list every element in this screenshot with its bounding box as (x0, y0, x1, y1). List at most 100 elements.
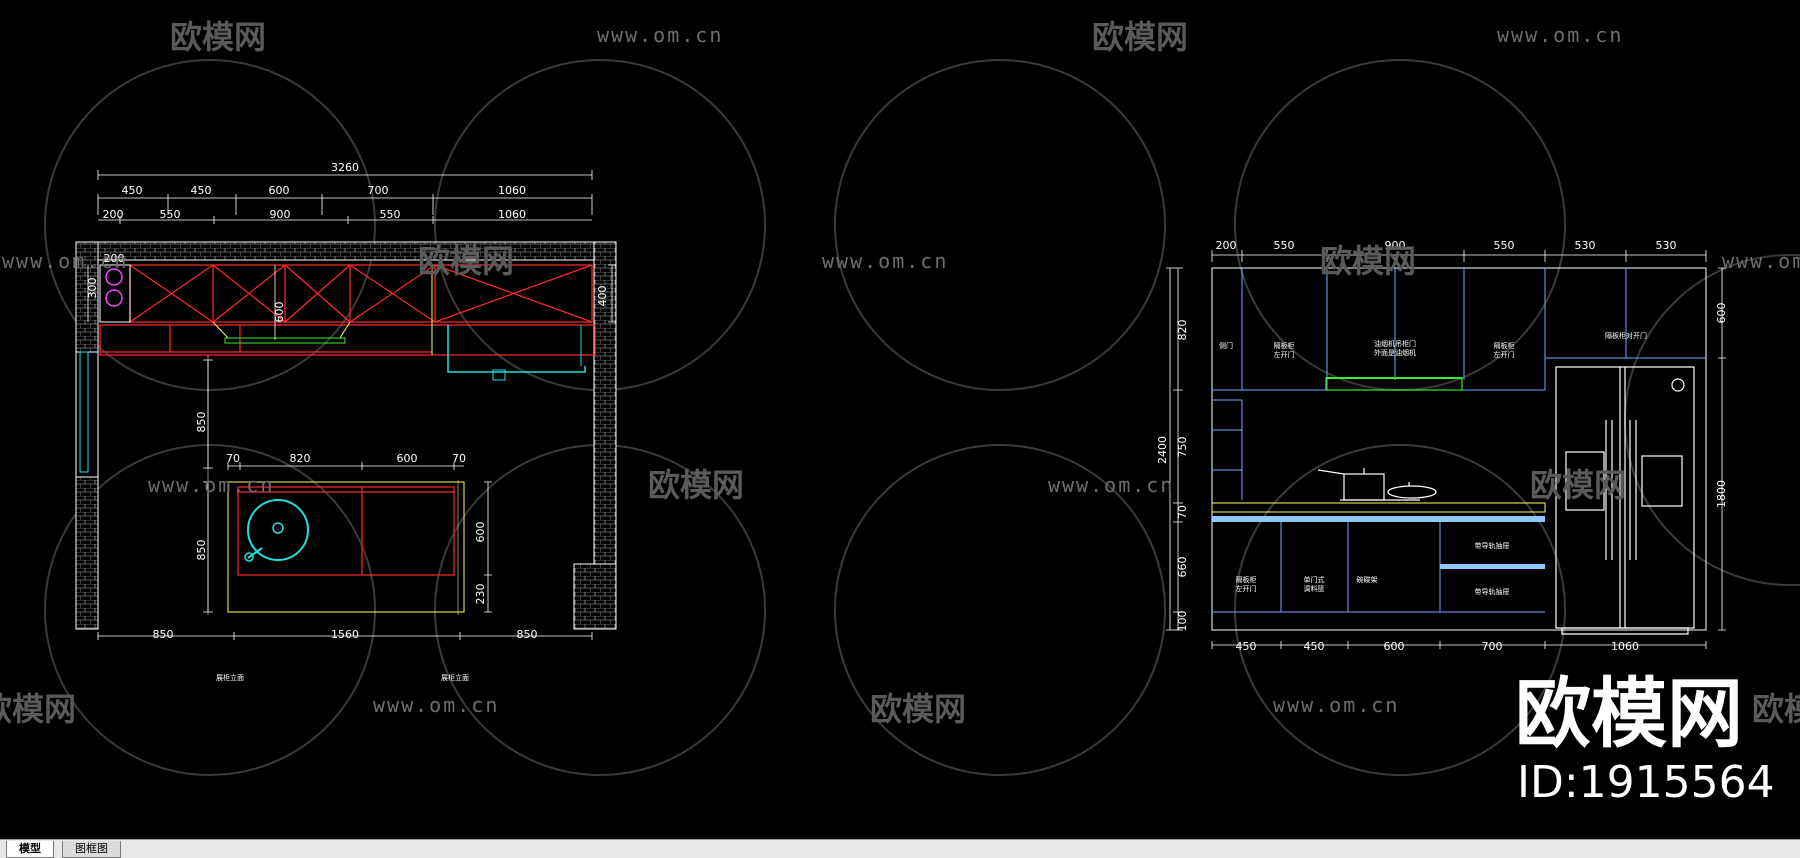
dim-text: 100 (1176, 611, 1189, 632)
plan-walls (75, 241, 617, 630)
watermark-brand: 欧模网 (1752, 690, 1800, 728)
cabinet-label: 隔板柜左开门 (1274, 341, 1295, 359)
watermark-url: www.om.cn (1048, 473, 1174, 497)
dim-text: 1800 (1715, 480, 1728, 508)
dim-text: 900 (270, 208, 291, 221)
kitchen-plan-view: 3260 450 450 600 700 1060 200 550 900 55… (75, 161, 617, 682)
counter-edge (1212, 516, 1545, 522)
cabinet-label: 带导轨抽屉 (1475, 587, 1510, 596)
cad-drawing-canvas[interactable]: 3260 450 450 600 700 1060 200 550 900 55… (0, 0, 1800, 840)
plan-upper-cabinets (99, 264, 596, 356)
dim-text: 450 (191, 184, 212, 197)
dim-text: 850 (517, 628, 538, 641)
dim-text: 70 (1176, 505, 1189, 519)
watermark-url: www.om.cn (373, 693, 499, 717)
burner-icon (105, 268, 123, 286)
dim-text: 450 (1304, 640, 1325, 653)
dim-text: 700 (1482, 640, 1503, 653)
dim-text: 2400 (1156, 436, 1169, 464)
dim-text: 200 (104, 252, 125, 265)
dim-text: 70 (452, 452, 466, 465)
dim-text: 550 (160, 208, 181, 221)
burner-icon (105, 289, 123, 307)
watermark-url: www.om.cn (2, 249, 128, 273)
dim-text: 820 (1176, 320, 1189, 341)
hood-vent (224, 337, 346, 344)
dim-text: 900 (1385, 239, 1406, 252)
dim-text: 450 (1236, 640, 1257, 653)
watermark-brand: 欧模网 (170, 18, 266, 56)
dim-text: 400 (596, 286, 609, 307)
dim-text: 850 (195, 540, 208, 561)
countertop (1211, 502, 1546, 513)
brand-logo-text: 欧模网 (1515, 669, 1743, 758)
stove-pots (1317, 468, 1437, 501)
dim-text: 300 (86, 278, 99, 299)
dim-text: 550 (380, 208, 401, 221)
watermarks: 欧模网 www.om.cn 欧模网 www.om.cn www.om.cn 欧模… (0, 18, 1800, 728)
dim-text: 750 (1176, 437, 1189, 458)
dim-text: 70 (226, 452, 240, 465)
dim-text: 230 (474, 584, 487, 605)
tab-model[interactable]: 模型 (6, 841, 54, 858)
watermark-url: www.om.cn (1497, 23, 1623, 47)
dim-text: 200 (103, 208, 124, 221)
dim-text: 3260 (331, 161, 359, 174)
sink-icon (247, 499, 309, 561)
dim-text: 820 (290, 452, 311, 465)
note-text: 展柜立面 (441, 673, 469, 682)
dim-text: 600 (474, 522, 487, 543)
refrigerator-icon (1555, 366, 1695, 635)
dim-text: 700 (368, 184, 389, 197)
cabinet-label: 隔板柜对开门 (1605, 331, 1647, 340)
watermark-url: www.om.cn (597, 23, 723, 47)
cabinet-label: 带导轨抽屉 (1475, 541, 1510, 550)
watermark-brand: 欧模网 (648, 466, 744, 504)
watermark-brand: 欧模网 (1530, 466, 1626, 504)
cabinet-label: 隔板柜左开门 (1236, 575, 1257, 593)
dim-text: 850 (195, 412, 208, 433)
watermark-url: www.om.cn (1273, 693, 1399, 717)
dim-text: 600 (1384, 640, 1405, 653)
dim-text: 1060 (1611, 640, 1639, 653)
dim-text: 850 (153, 628, 174, 641)
watermark-brand: 欧模网 (1092, 18, 1188, 56)
dim-text: 660 (1176, 557, 1189, 578)
watermark-url: www.om.cn (148, 473, 274, 497)
dim-text: 550 (1494, 239, 1515, 252)
dim-text: 530 (1656, 239, 1677, 252)
watermark-brand: 欧模网 (1320, 242, 1416, 280)
plan-dimension-lines (87, 170, 616, 640)
tab-layout[interactable]: 图框图 (62, 841, 121, 858)
dim-text: 550 (1274, 239, 1295, 252)
dim-text: 600 (269, 184, 290, 197)
watermark-brand: 欧模网 (870, 690, 966, 728)
cabinet-label: 隔板柜左开门 (1494, 341, 1515, 359)
cabinet-label: 油烟机吊柜门外面是油烟机 (1374, 339, 1416, 357)
cabinet-label: 侧门 (1219, 341, 1233, 350)
dim-text: 450 (122, 184, 143, 197)
dim-text: 600 (397, 452, 418, 465)
kitchen-elevation-view: 200 550 900 550 530 530 820 750 70 660 1… (1156, 239, 1728, 653)
fridge-outline (447, 325, 586, 373)
watermark-circles (44, 59, 1800, 776)
kitchen-island (227, 481, 465, 613)
note-text: 展柜立面 (216, 673, 244, 682)
watermark-brand: 欧模网 (418, 242, 514, 280)
elevation-upper-cabinets (1212, 268, 1706, 500)
dim-text: 600 (273, 302, 286, 323)
watermark-url: www.om.cn (822, 249, 948, 273)
dim-text: 1060 (498, 184, 526, 197)
watermark-brand: 欧模网 (0, 690, 76, 728)
dim-text: 530 (1575, 239, 1596, 252)
dim-text: 200 (1216, 239, 1237, 252)
cabinet-label: 单门式调料篮 (1304, 575, 1325, 593)
elevation-dimension-lines (1166, 250, 1726, 649)
brand-logo: 欧模网 ID:1915564 (1515, 669, 1775, 808)
dim-text: 600 (1715, 303, 1728, 324)
dim-text: 1060 (498, 208, 526, 221)
watermark-url: www.om.cn (1722, 249, 1800, 273)
layout-tab-bar: 模型 图框图 (0, 839, 1800, 858)
dim-text: 1560 (331, 628, 359, 641)
